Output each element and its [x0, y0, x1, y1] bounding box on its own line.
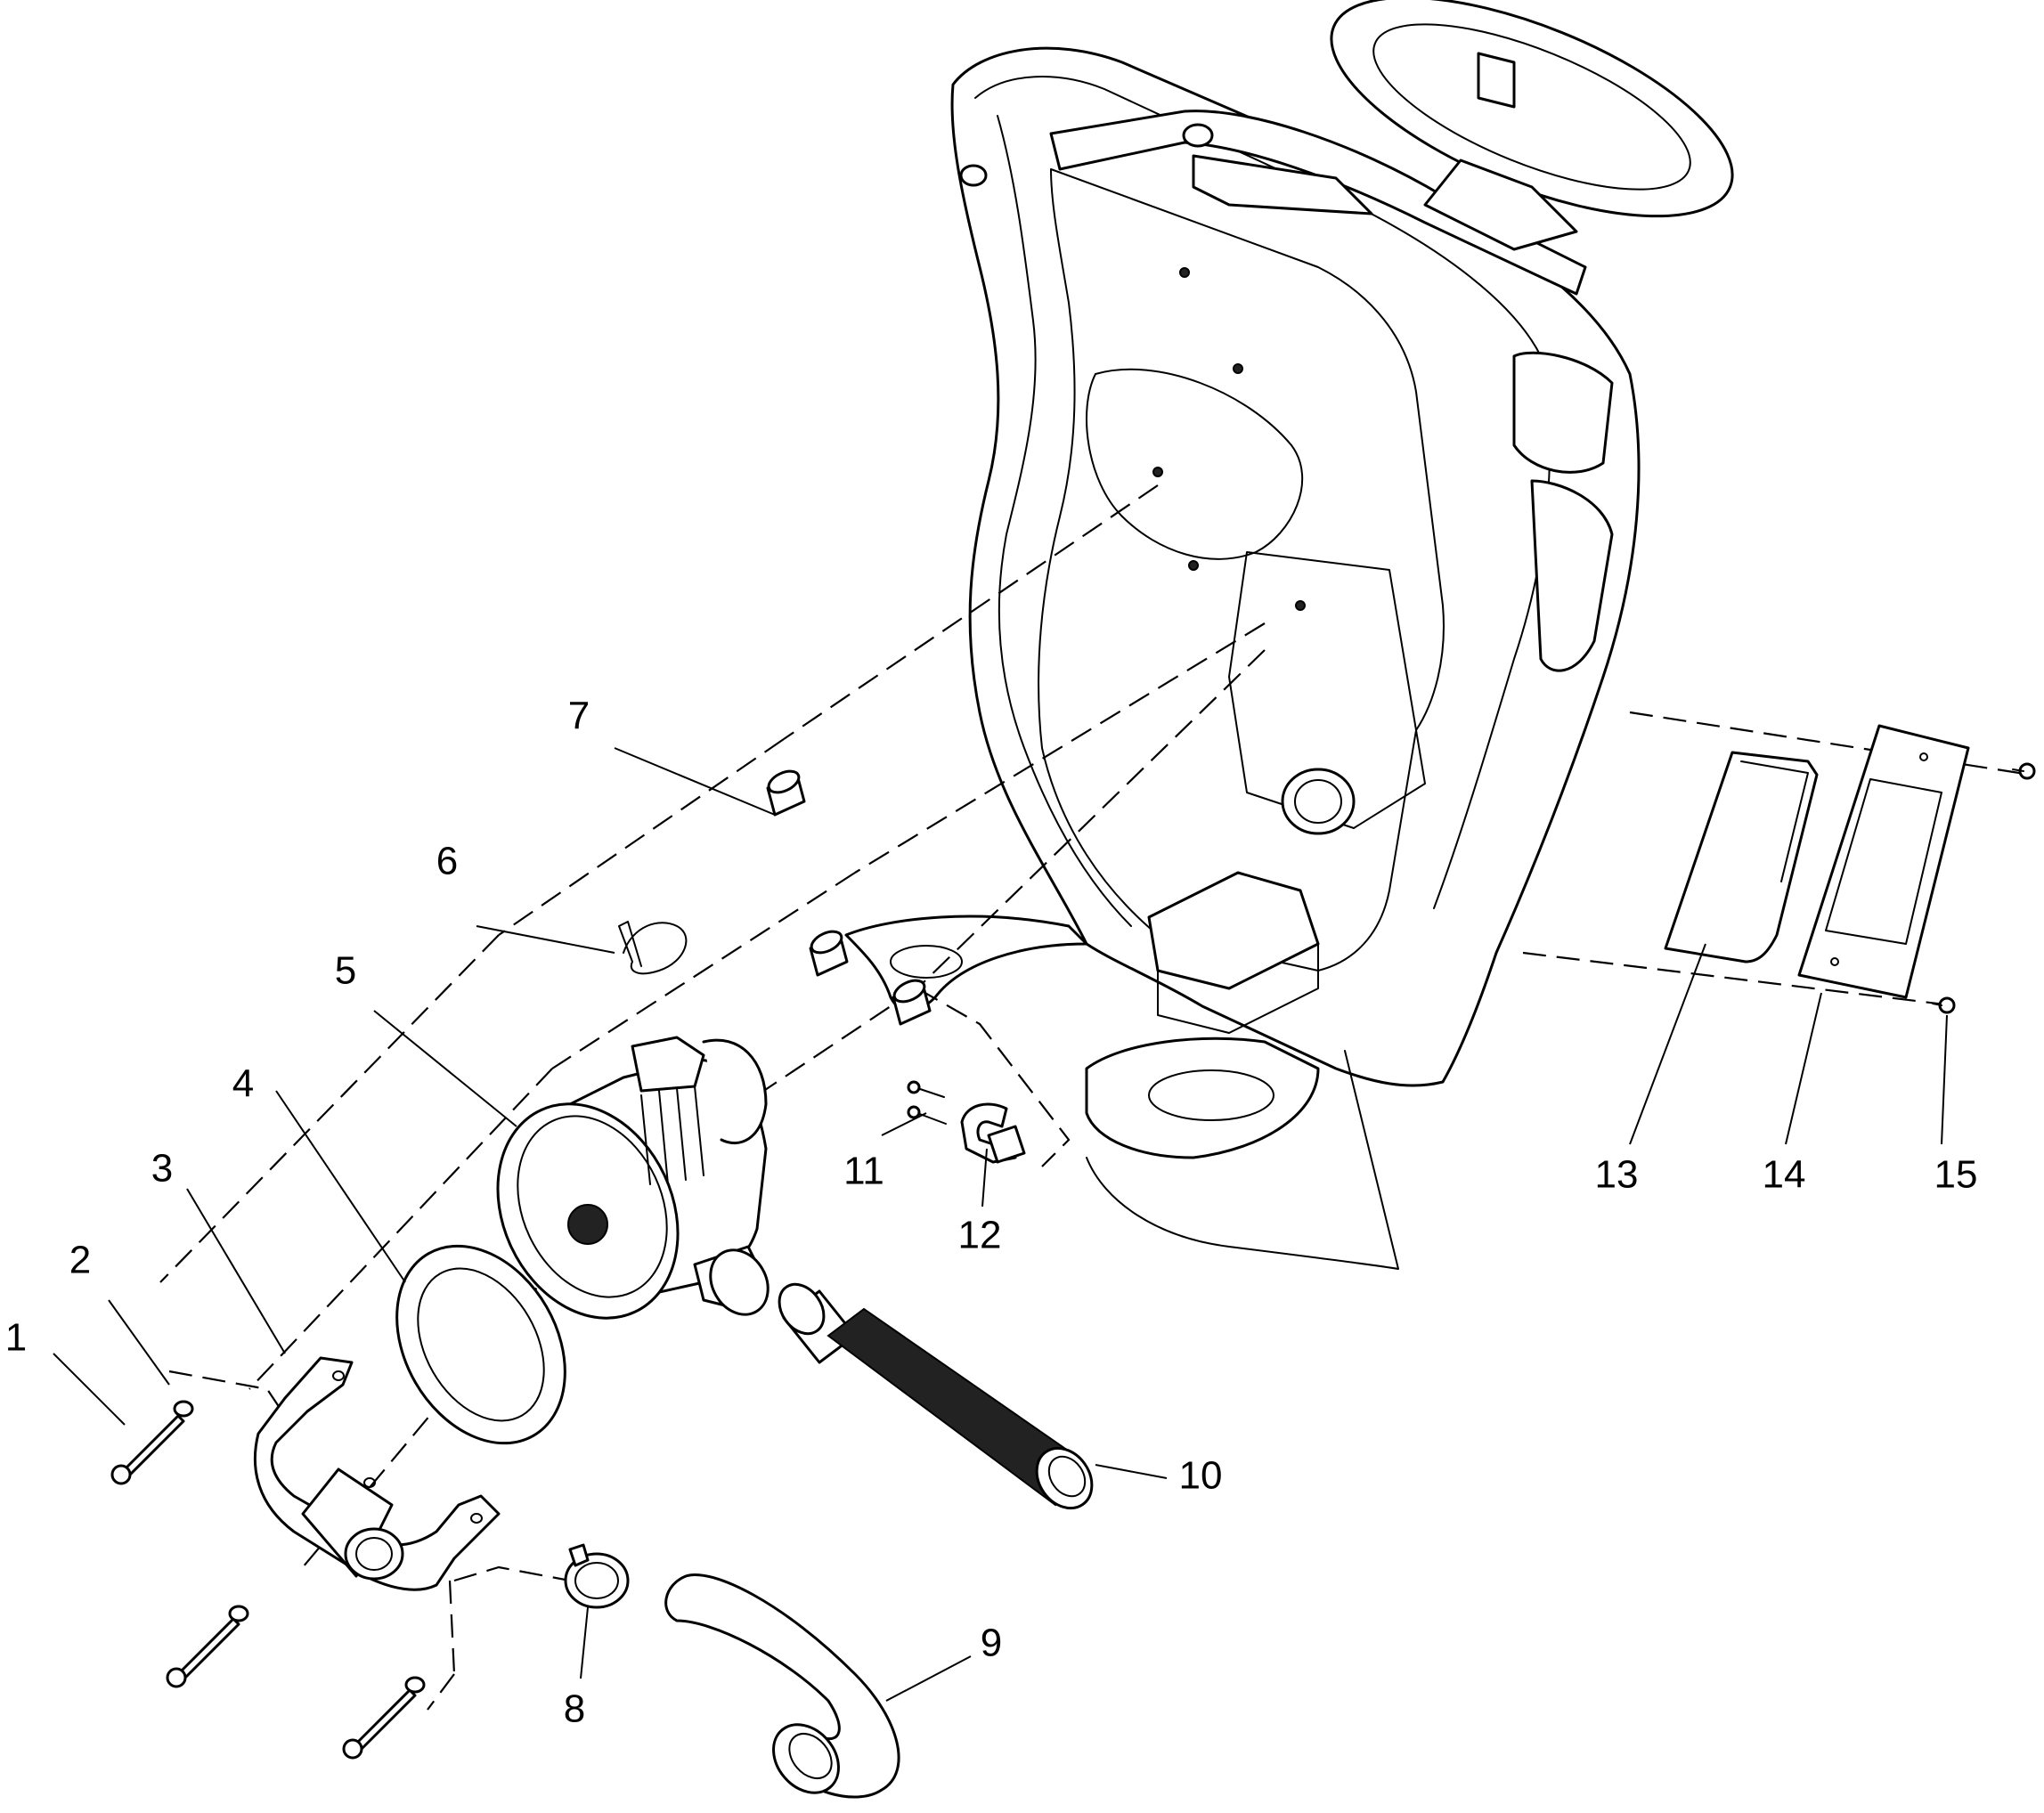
part-curved-hose-9 [664, 1573, 900, 1799]
callout-labels: 1 2 3 4 5 6 7 8 9 10 11 12 13 14 15 [5, 695, 1978, 1731]
callout-10: 10 [1179, 1454, 1223, 1498]
callout-9: 9 [981, 1622, 1002, 1665]
part-clip-12 [960, 1102, 1026, 1164]
callout-12: 12 [958, 1214, 1002, 1257]
part-cover-plate-14 [1797, 724, 1970, 999]
callout-15: 15 [1934, 1153, 1978, 1197]
callout-7: 7 [568, 695, 590, 738]
part-gasket-4 [395, 1244, 566, 1445]
part-screw-11 [907, 1080, 947, 1125]
callout-5: 5 [335, 949, 356, 993]
callout-13: 13 [1595, 1153, 1639, 1197]
part-flex-hose-10 [778, 1282, 1094, 1510]
callout-11: 11 [843, 1150, 884, 1193]
part-filter-13 [1664, 751, 1819, 963]
callout-8: 8 [564, 1687, 585, 1731]
part-clip-6 [618, 921, 688, 975]
callout-2: 2 [69, 1239, 91, 1282]
frame-assembly [844, 0, 1734, 1270]
callout-14: 14 [1763, 1153, 1806, 1197]
leader-lines [53, 747, 1948, 1702]
part-spacer-7 [766, 769, 932, 1026]
part-vacuum-motor-5 [496, 1036, 770, 1320]
part-bolt-1 [110, 1414, 417, 1760]
part-bracket-3 [253, 1356, 501, 1591]
part-screw-15 [1932, 762, 2036, 1014]
part-washer-2 [173, 1400, 426, 1694]
callout-1: 1 [5, 1316, 27, 1360]
callout-6: 6 [436, 840, 458, 883]
callout-3: 3 [151, 1147, 173, 1191]
callout-4: 4 [232, 1062, 254, 1106]
part-hose-clamp-8 [564, 1543, 630, 1609]
